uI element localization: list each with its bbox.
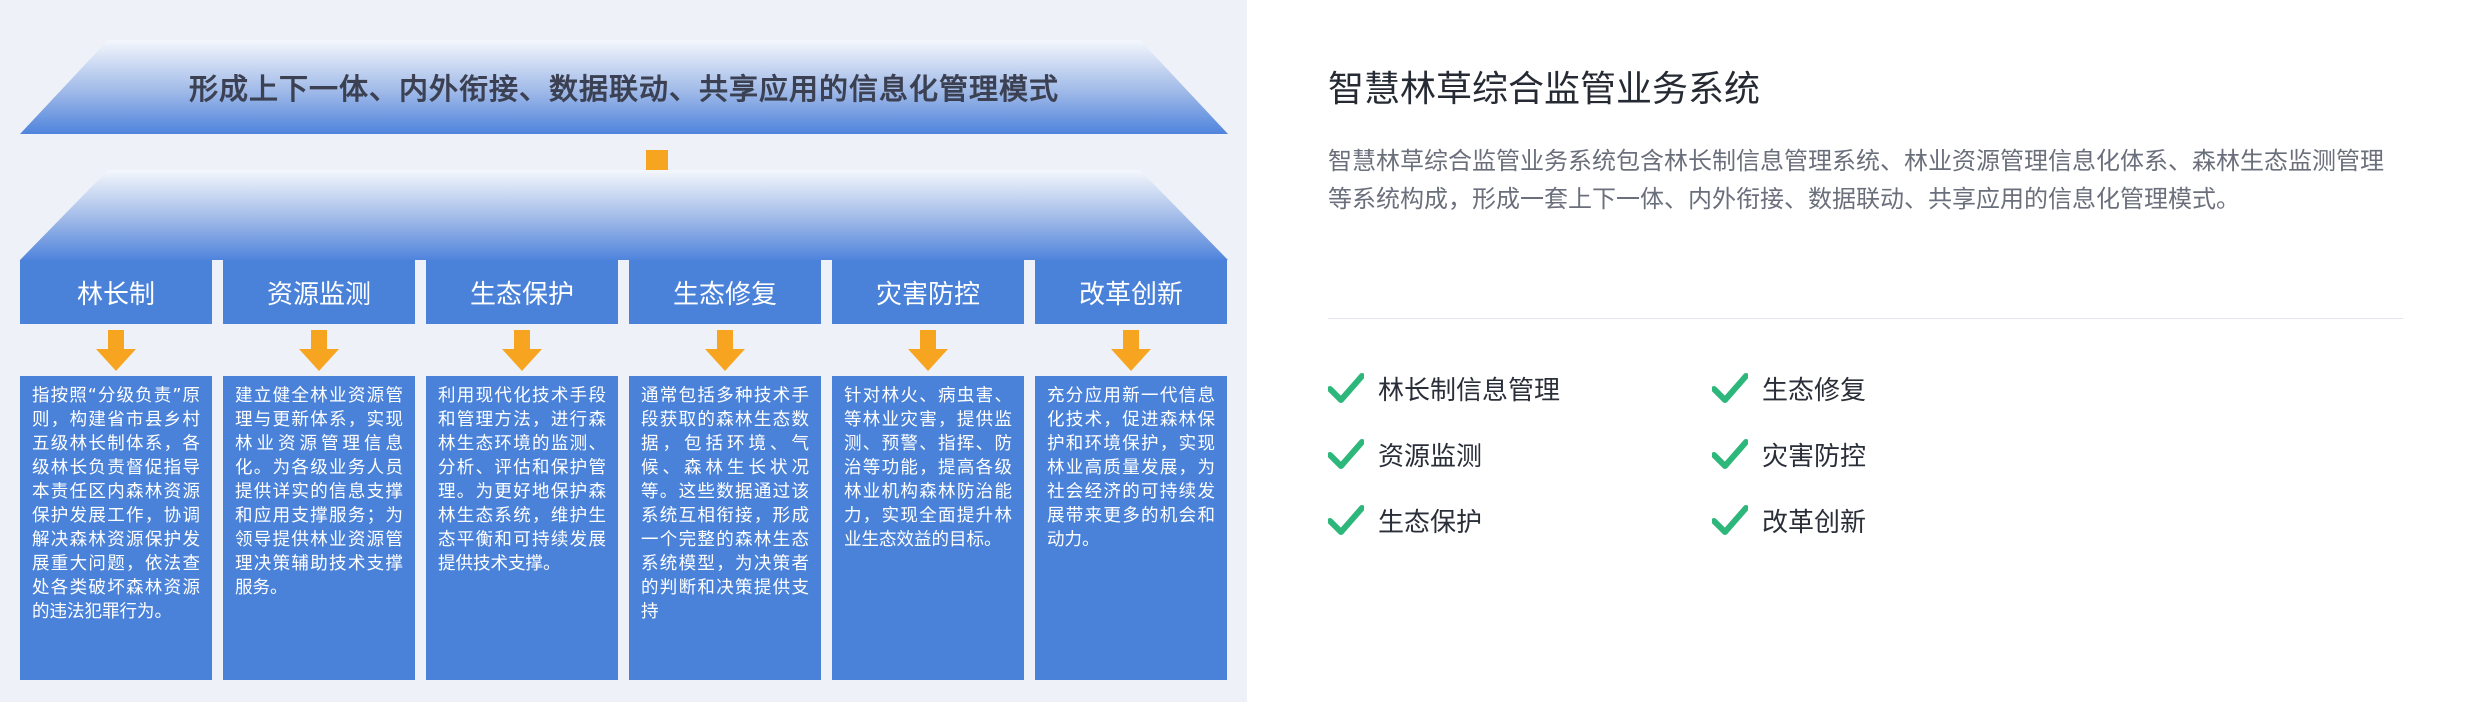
check-icon	[1328, 373, 1364, 403]
down-arrow-icon	[705, 330, 745, 371]
column-header-reform-innovation: 改革创新	[1035, 260, 1227, 324]
column-header-eco-restoration: 生态修复	[629, 260, 821, 324]
system-description: 智慧林草综合监管业务系统包含林长制信息管理系统、林业资源管理信息化体系、森林生态…	[1328, 147, 2384, 213]
check-icon	[1712, 439, 1748, 469]
column-header-disaster-control: 灾害防控	[832, 260, 1024, 324]
feature-label: 生态保护	[1378, 507, 1483, 538]
feature-label: 资源监测	[1378, 441, 1483, 472]
check-icon	[1328, 505, 1364, 535]
feature-item: 生态修复	[1712, 368, 1866, 408]
column-header-linzhangzhi: 林长制	[20, 260, 212, 324]
column-header-eco-protection: 生态保护	[426, 260, 618, 324]
top-banner	[20, 40, 1228, 134]
down-arrow-icon	[96, 330, 136, 371]
feature-item: 改革创新	[1712, 500, 1866, 540]
down-arrow-icon	[502, 330, 542, 371]
feature-item: 林长制信息管理	[1328, 368, 1560, 408]
down-arrow-icon	[299, 330, 339, 371]
column-text-eco-protection: 利用现代化技术手段和管理方法，进行森林生态环境的监测、分析、评估和保护管理。为更…	[426, 376, 618, 680]
check-icon	[1712, 373, 1748, 403]
feature-label: 生态修复	[1762, 375, 1867, 406]
feature-item: 资源监测	[1328, 434, 1482, 474]
column-text-reform-innovation: 充分应用新一代信息化技术，促进森林保护和环境保护，实现林业高质量发展，为社会经济…	[1035, 376, 1227, 680]
top-banner-title: 形成上下一体、内外衔接、数据联动、共享应用的信息化管理模式	[188, 72, 1059, 106]
check-icon	[1328, 439, 1364, 469]
system-title: 智慧林草综合监管业务系统	[1328, 69, 1761, 110]
down-arrow-icon	[908, 330, 948, 371]
column-text-eco-restoration: 通常包括多种技术手段获取的森林生态数据，包括环境、气候、森林生长状况等。这些数据…	[629, 376, 821, 680]
feature-label: 改革创新	[1762, 507, 1867, 538]
middle-banner	[20, 170, 1228, 260]
column-header-resource-monitoring: 资源监测	[223, 260, 415, 324]
column-text-linzhangzhi: 指按照“分级负责”原则，构建省市县乡村五级林长制体系，各级林长负责督促指导本责任…	[20, 376, 212, 680]
feature-label: 灾害防控	[1762, 441, 1867, 472]
column-text-resource-monitoring: 建立健全林业资源管理与更新体系，实现林业资源管理信息化。为各级业务人员提供详实的…	[223, 376, 415, 680]
check-icon	[1712, 505, 1748, 535]
column-text-disaster-control: 针对林火、病虫害、等林业灾害，提供监测、预警、指挥、防治等功能，提高各级林业机构…	[832, 376, 1024, 680]
divider	[1328, 318, 2403, 319]
down-arrow-icon	[1111, 330, 1151, 371]
info-panel	[1247, 0, 2480, 702]
feature-label: 林长制信息管理	[1378, 375, 1561, 406]
feature-item: 灾害防控	[1712, 434, 1866, 474]
feature-item: 生态保护	[1328, 500, 1482, 540]
